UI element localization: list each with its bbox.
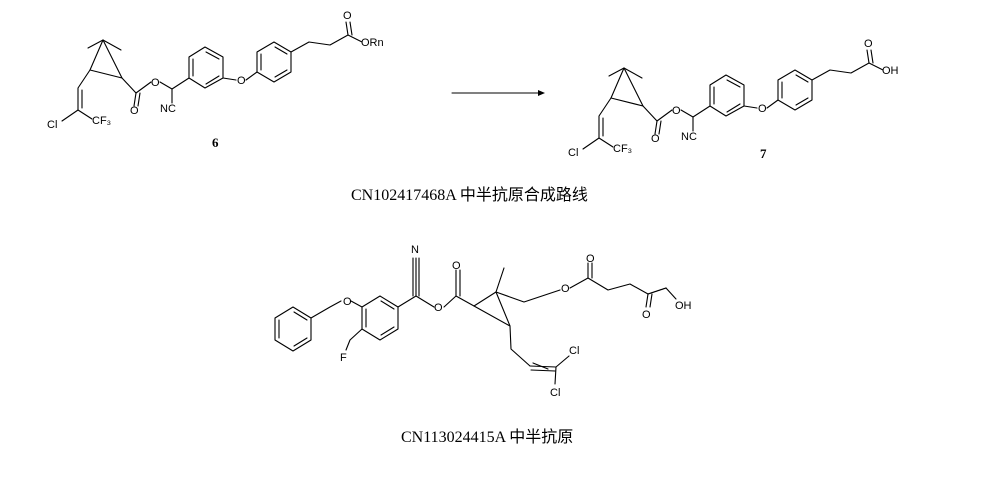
scheme2-caption: CN113024415A 中半抗原: [401, 428, 573, 446]
compound-7-structure: O O NC O O OH Cl CF₃: [568, 38, 899, 159]
hydroxyl-label: OH: [882, 65, 899, 77]
nitrogen-label: N: [411, 244, 419, 256]
oxygen-label: O: [151, 77, 160, 89]
oxygen-label: O: [561, 283, 570, 295]
oxygen-label: O: [343, 10, 352, 22]
oxygen-label: O: [758, 103, 767, 115]
oxygen-label: O: [672, 105, 681, 117]
trifluoromethyl-label: CF₃: [92, 115, 111, 127]
chlorine-label: Cl: [568, 147, 578, 159]
hapten-structure: O F N O O O O O OH Cl Cl: [274, 244, 692, 399]
oxygen-label: O: [434, 302, 443, 314]
ester-orn-label: ORn: [361, 37, 384, 49]
oxygen-label: O: [586, 253, 595, 265]
nitrile-label: NC: [681, 131, 697, 143]
reaction-arrow: [451, 90, 545, 96]
oxygen-label: O: [651, 133, 660, 145]
compound-6-structure: O O NC O O ORn Cl CF₃: [47, 10, 384, 131]
nitrile-label: NC: [160, 103, 176, 115]
oxygen-label: O: [864, 38, 873, 50]
scheme1-caption: CN102417468A 中半抗原合成路线: [351, 186, 588, 204]
compound-6-label: 6: [212, 135, 219, 150]
chlorine-label: Cl: [47, 119, 57, 131]
chlorine-label: Cl: [550, 387, 560, 399]
fluorine-label: F: [340, 352, 347, 364]
trifluoromethyl-label: CF₃: [613, 143, 632, 155]
hydroxyl-label: OH: [675, 300, 692, 312]
chlorine-label: Cl: [569, 345, 579, 357]
oxygen-label: O: [343, 296, 352, 308]
oxygen-label: O: [130, 105, 139, 117]
compound-7-label: 7: [760, 146, 767, 161]
oxygen-label: O: [642, 309, 651, 321]
oxygen-label: O: [452, 260, 461, 272]
oxygen-label: O: [237, 75, 246, 87]
